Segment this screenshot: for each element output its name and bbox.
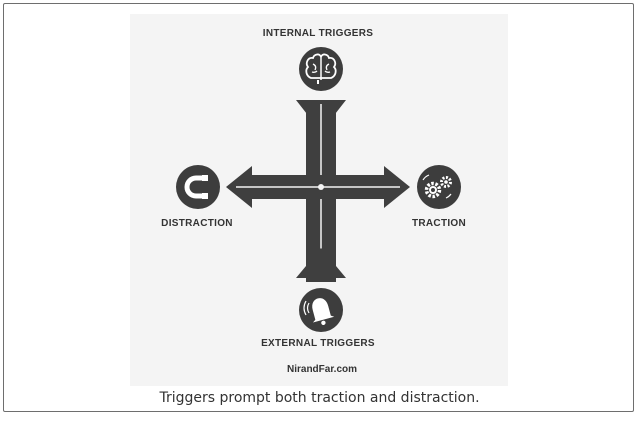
- internal-triggers-label: INTERNAL TRIGGERS: [262, 28, 374, 39]
- traction-label: TRACTION: [411, 218, 467, 229]
- external-trigger-arrow: [296, 248, 346, 282]
- distraction-label: DISTRACTION: [161, 218, 233, 229]
- center-node: [318, 184, 324, 190]
- external-triggers-label: EXTERNAL TRIGGERS: [261, 338, 375, 349]
- gears-icon: [417, 165, 461, 209]
- site-credit: NirandFar.com: [286, 364, 358, 375]
- figure-caption: Triggers prompt both traction and distra…: [159, 390, 480, 406]
- bell-icon: [299, 288, 343, 332]
- brain-icon: [299, 47, 343, 91]
- magnet-icon: [176, 165, 220, 209]
